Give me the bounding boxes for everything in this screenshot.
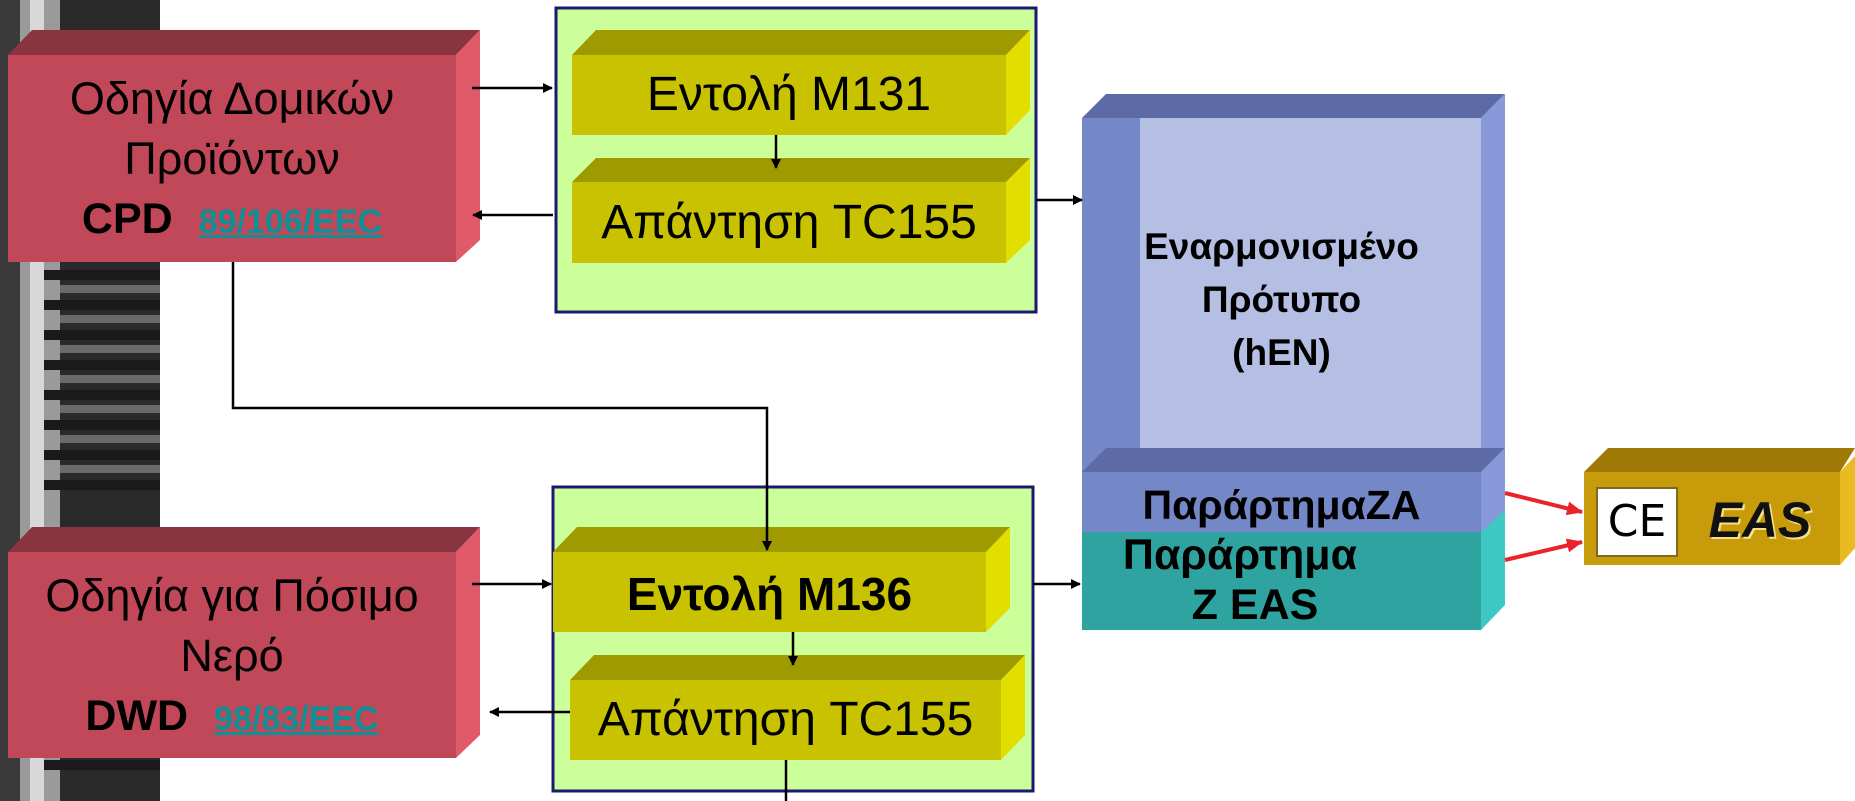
directive-box-dwd xyxy=(8,527,480,758)
harmonized-standard-block xyxy=(1082,94,1505,480)
mandate-m131-box xyxy=(572,30,1030,135)
eas-label: EAS xyxy=(1708,492,1812,548)
eas-marking-box xyxy=(1584,448,1855,565)
annex-z-eas-block xyxy=(1082,448,1505,630)
ce-mark: CE xyxy=(1607,496,1667,547)
directive-box-cpd xyxy=(8,30,480,262)
directive-dwd-code: DWD xyxy=(85,692,189,740)
directive-cpd-text: Οδηγία Δομικών Προϊόντων CPD 89/106/EEC xyxy=(8,69,456,252)
directive-cpd-link[interactable]: 89/106/EEC xyxy=(198,203,383,241)
hen-line1: Εναρμονισμένο xyxy=(1144,226,1419,267)
connectors xyxy=(231,83,1083,801)
hen-line2: Πρότυπο xyxy=(1201,279,1362,320)
mandate-m136-box xyxy=(553,527,1010,632)
directive-dwd-line2: Νερό xyxy=(180,630,284,681)
reply-tc155-bottom-label: Απάντηση TC155 xyxy=(597,693,974,746)
mandate-m131-label: Εντολή M131 xyxy=(646,68,932,121)
arrow-za-to-eas xyxy=(1504,491,1583,516)
directive-cpd-line2: Προϊόντων xyxy=(124,133,340,184)
annex-za-block xyxy=(1082,448,1505,532)
reply-tc155-top-label: Απάντηση TC155 xyxy=(601,196,977,249)
hen-line3: (hEN) xyxy=(1232,332,1331,373)
directive-dwd-link[interactable]: 98/83/EEC xyxy=(214,700,379,738)
reply-tc155-top-box xyxy=(572,158,1030,263)
mandate-m136-label: Εντολή M136 xyxy=(626,568,913,620)
arrow-zeas-to-eas xyxy=(1504,538,1583,562)
annex-za-label: ΠαράρτημαZA xyxy=(1142,482,1421,528)
directive-dwd-text: Οδηγία για Πόσιμο Νερό DWD 98/83/EEC xyxy=(8,566,456,749)
annex-z-line2: Z EAS xyxy=(1191,581,1319,629)
line-cpd-to-m136 xyxy=(231,262,772,551)
directive-cpd-line1: Οδηγία Δομικών xyxy=(69,73,395,124)
annex-z-line1: Παράρτημα xyxy=(1122,531,1358,579)
directive-cpd-code: CPD xyxy=(81,195,173,243)
directive-dwd-line1: Οδηγία για Πόσιμο xyxy=(45,570,419,621)
reply-tc155-bottom-box xyxy=(570,655,1025,760)
annex-z-eas-text: Παράρτημα Z EAS xyxy=(1090,530,1390,630)
red-connectors xyxy=(1504,491,1583,562)
harmonized-standard-text: Εναρμονισμένο Πρότυπο (hEN) xyxy=(1082,220,1481,379)
